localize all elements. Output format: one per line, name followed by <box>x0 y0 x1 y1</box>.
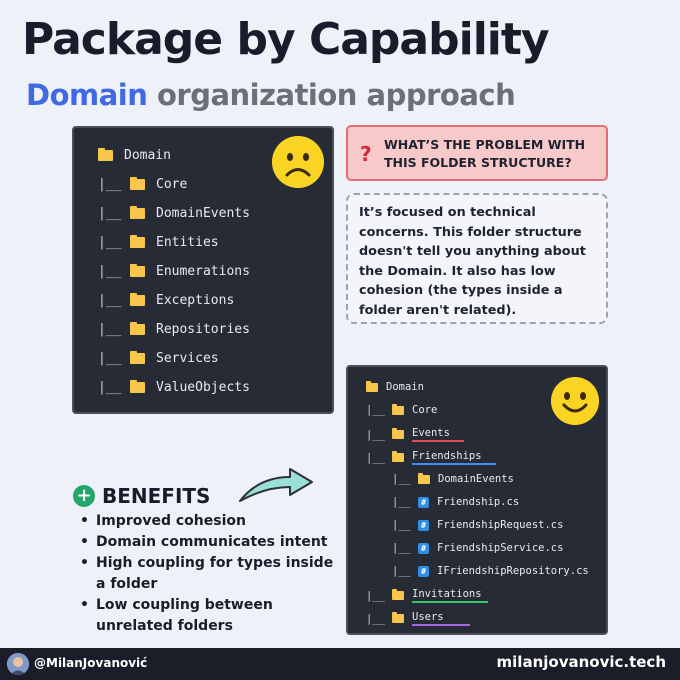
tree-item: |__ Core <box>98 177 188 192</box>
site-link[interactable]: milanjovanovic.tech <box>496 653 666 671</box>
folder-icon <box>130 322 145 335</box>
subtitle-accent: Domain <box>26 78 148 112</box>
folder-icon <box>392 589 404 600</box>
benefits-list: Improved cohesion Domain communicates in… <box>78 511 340 637</box>
tree-item: |__ ValueObjects <box>98 380 250 395</box>
tree-item: |__ Repositories <box>98 322 250 337</box>
csharp-file-icon: # <box>418 565 429 577</box>
tree-file: |__ # FriendshipRequest.cs <box>392 519 564 531</box>
tree-item: |__ Entities <box>98 235 219 250</box>
tree-item: |__ Exceptions <box>98 293 235 308</box>
benefit-item: Low coupling between unrelated folders <box>78 595 340 637</box>
tree-item-events: |__ Events <box>366 427 464 442</box>
avatar <box>7 653 29 675</box>
csharp-file-icon: # <box>418 542 429 554</box>
question-icon: ? <box>360 142 372 166</box>
folder-icon <box>392 403 404 415</box>
tree-file: |__ # Friendship.cs <box>392 496 520 508</box>
problem-heading: WHAT’S THE PROBLEM WITH THIS FOLDER STRU… <box>384 137 586 170</box>
folder-icon <box>130 264 145 277</box>
folder-icon <box>98 148 113 161</box>
tree-item-friendships: |__ Friendships <box>366 450 496 465</box>
plus-icon: + <box>73 485 95 507</box>
tree-file: |__ # IFriendshipRepository.cs <box>392 565 589 577</box>
tree-root: Domain <box>98 148 171 163</box>
folder-icon <box>392 451 404 462</box>
tree-item-invitations: |__ Invitations <box>366 588 488 603</box>
tree-item-users: |__ Users <box>366 611 470 626</box>
sad-face-icon <box>272 136 324 188</box>
tree-root: Domain <box>366 380 424 393</box>
folder-icon <box>418 472 430 484</box>
csharp-file-icon: # <box>418 496 429 508</box>
benefits-header: + BENEFITS <box>73 484 210 508</box>
folder-icon <box>130 177 145 190</box>
folder-icon <box>392 612 404 623</box>
tree-item: |__ Services <box>98 351 219 366</box>
problem-explanation: It’s focused on technical concerns. This… <box>359 205 586 318</box>
page-subtitle: Domain organization approach <box>26 78 516 112</box>
folder-icon <box>130 206 145 219</box>
tree-item: |__ DomainEvents <box>98 206 250 221</box>
csharp-file-icon: # <box>418 519 429 531</box>
page-title: Package by Capability <box>22 14 550 65</box>
author-handle: @MilanJovanović <box>34 656 148 670</box>
problem-callout: ? WHAT’S THE PROBLEM WITH THIS FOLDER ST… <box>346 125 608 181</box>
folder-icon <box>392 428 404 439</box>
folder-icon <box>130 380 145 393</box>
happy-face-icon <box>551 377 599 425</box>
benefit-item: Improved cohesion <box>78 511 340 532</box>
problem-explanation-box: It’s focused on technical concerns. This… <box>346 193 608 324</box>
folder-icon <box>130 293 145 306</box>
benefits-title: BENEFITS <box>102 484 211 508</box>
tree-subitem: |__ DomainEvents <box>392 472 514 485</box>
tree-file: |__ # FriendshipService.cs <box>392 542 564 554</box>
benefit-item: High coupling for types inside a folder <box>78 553 340 595</box>
tree-item-core: |__ Core <box>366 403 438 416</box>
tree-item: |__ Enumerations <box>98 264 250 279</box>
folder-icon <box>366 380 378 392</box>
footer-bar: @MilanJovanović milanjovanovic.tech <box>0 648 680 680</box>
curved-arrow-icon <box>239 468 313 502</box>
folder-icon <box>130 235 145 248</box>
folder-icon <box>130 351 145 364</box>
benefit-item: Domain communicates intent <box>78 532 340 553</box>
subtitle-rest: organization approach <box>156 78 516 112</box>
